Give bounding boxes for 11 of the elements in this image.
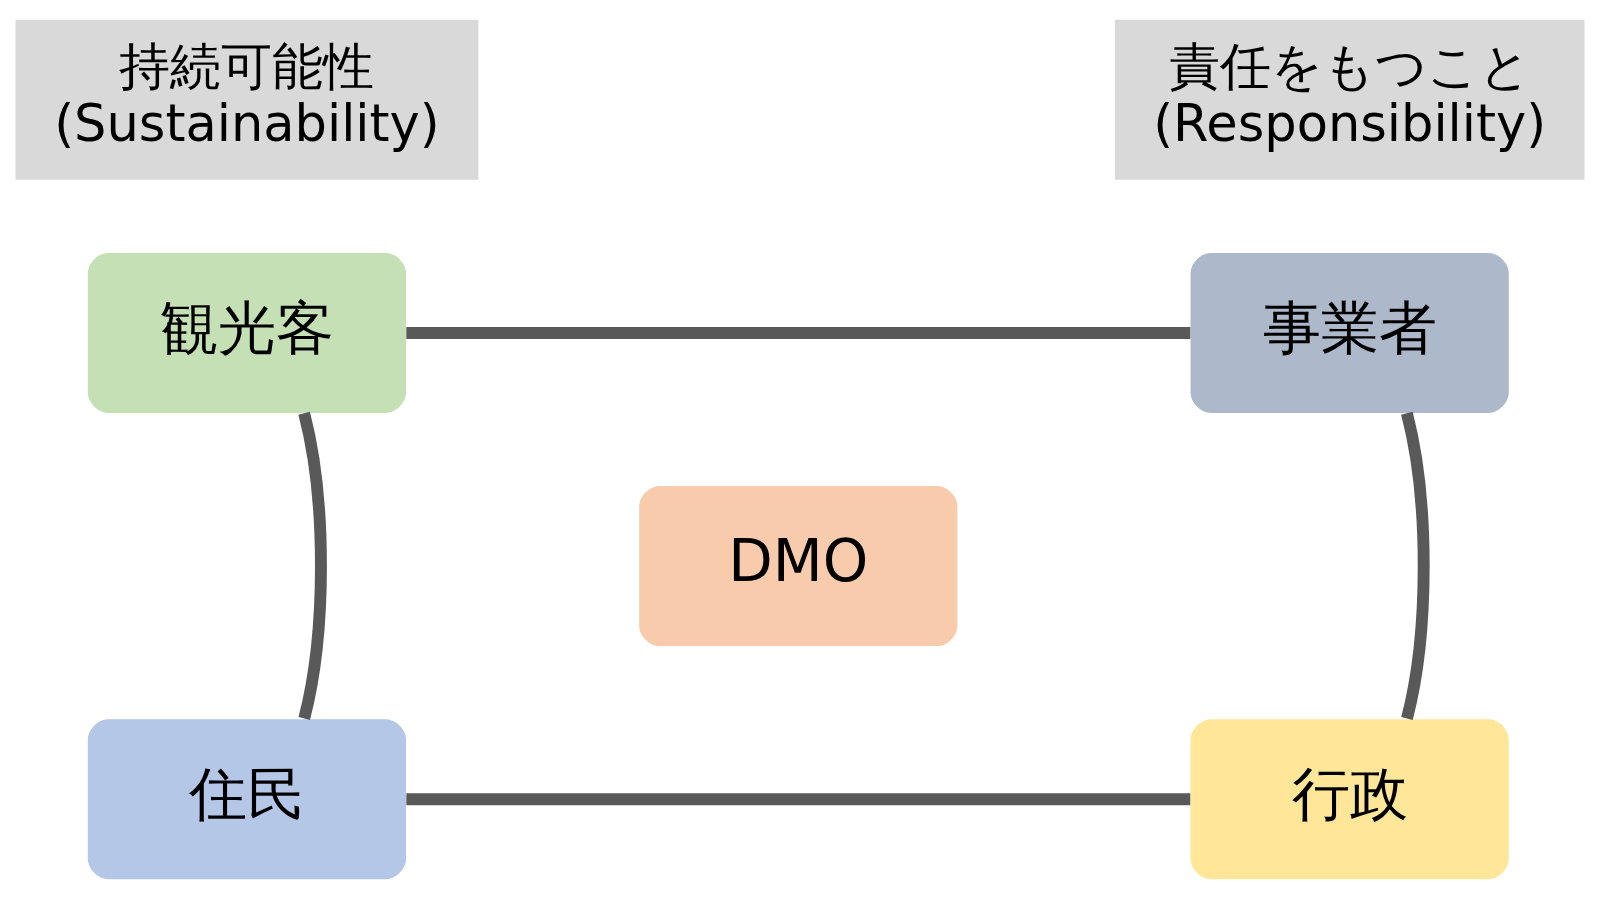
node-box: 観光客: [87, 252, 407, 413]
connector: [406, 326, 1191, 339]
node-box: 住民: [87, 718, 407, 879]
node-box: 責任をもつこと (Responsibility): [1114, 19, 1585, 180]
node-box: 持続可能性 (Sustainability): [15, 19, 479, 180]
connector: [1401, 411, 1430, 720]
node-box: 行政: [1190, 718, 1509, 879]
node-box: DMO: [639, 485, 958, 646]
connector: [298, 411, 327, 720]
connector: [406, 792, 1191, 805]
node-box: 事業者: [1190, 252, 1509, 413]
